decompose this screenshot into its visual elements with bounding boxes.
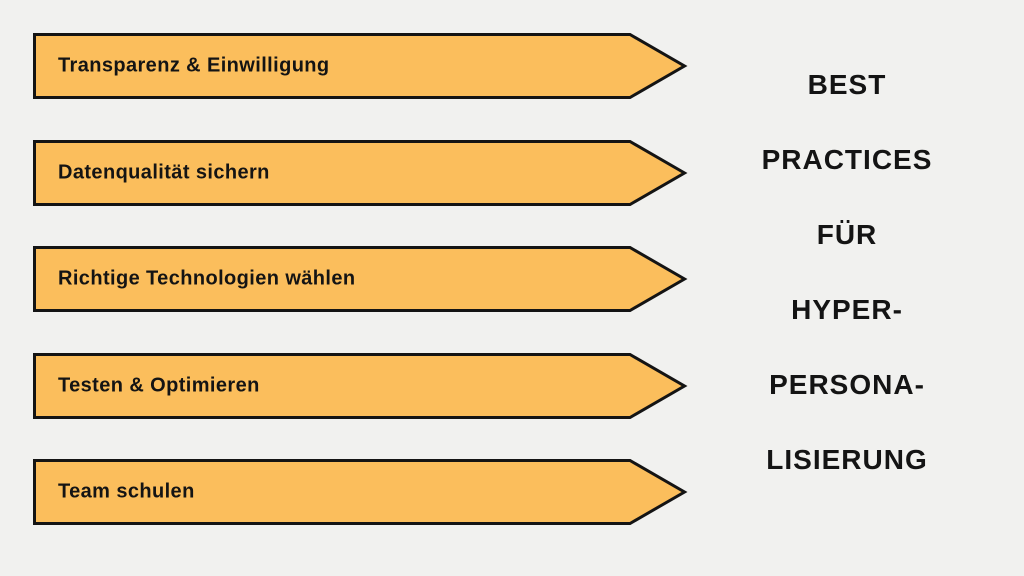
banner-label-2: Datenqualität sichern xyxy=(58,161,270,184)
arrow-shape-icon xyxy=(33,353,688,419)
page-title-line-4: HYPER- xyxy=(791,294,903,325)
page-title-line-2: PRACTICES xyxy=(761,144,933,175)
banner-label-5: Team schulen xyxy=(58,480,195,503)
arrow-banner-3: Richtige Technologien wählen xyxy=(33,246,688,312)
page-title: BEST PRACTICES FÜR HYPER- PERSONA- LISIE… xyxy=(741,47,953,497)
arrow-banner-1: Transparenz & Einwilligung xyxy=(33,33,688,99)
banner-label-3: Richtige Technologien wählen xyxy=(58,267,356,290)
banner-label-1: Transparenz & Einwilligung xyxy=(58,54,330,77)
arrow-shape-icon xyxy=(33,33,688,99)
arrow-banner-5: Team schulen xyxy=(33,459,688,525)
page-title-line-3: FÜR xyxy=(816,219,878,250)
arrow-shape-icon xyxy=(33,140,688,206)
page-title-line-6: LISIERUNG xyxy=(766,444,928,475)
arrow-banner-2: Datenqualität sichern xyxy=(33,140,688,206)
arrow-shape-icon xyxy=(33,246,688,312)
arrow-shape-icon xyxy=(33,459,688,525)
arrow-banner-4: Testen & Optimieren xyxy=(33,353,688,419)
banner-label-4: Testen & Optimieren xyxy=(58,374,260,397)
page-title-line-5: PERSONA- xyxy=(769,369,925,400)
page-title-line-1: BEST xyxy=(807,69,887,100)
